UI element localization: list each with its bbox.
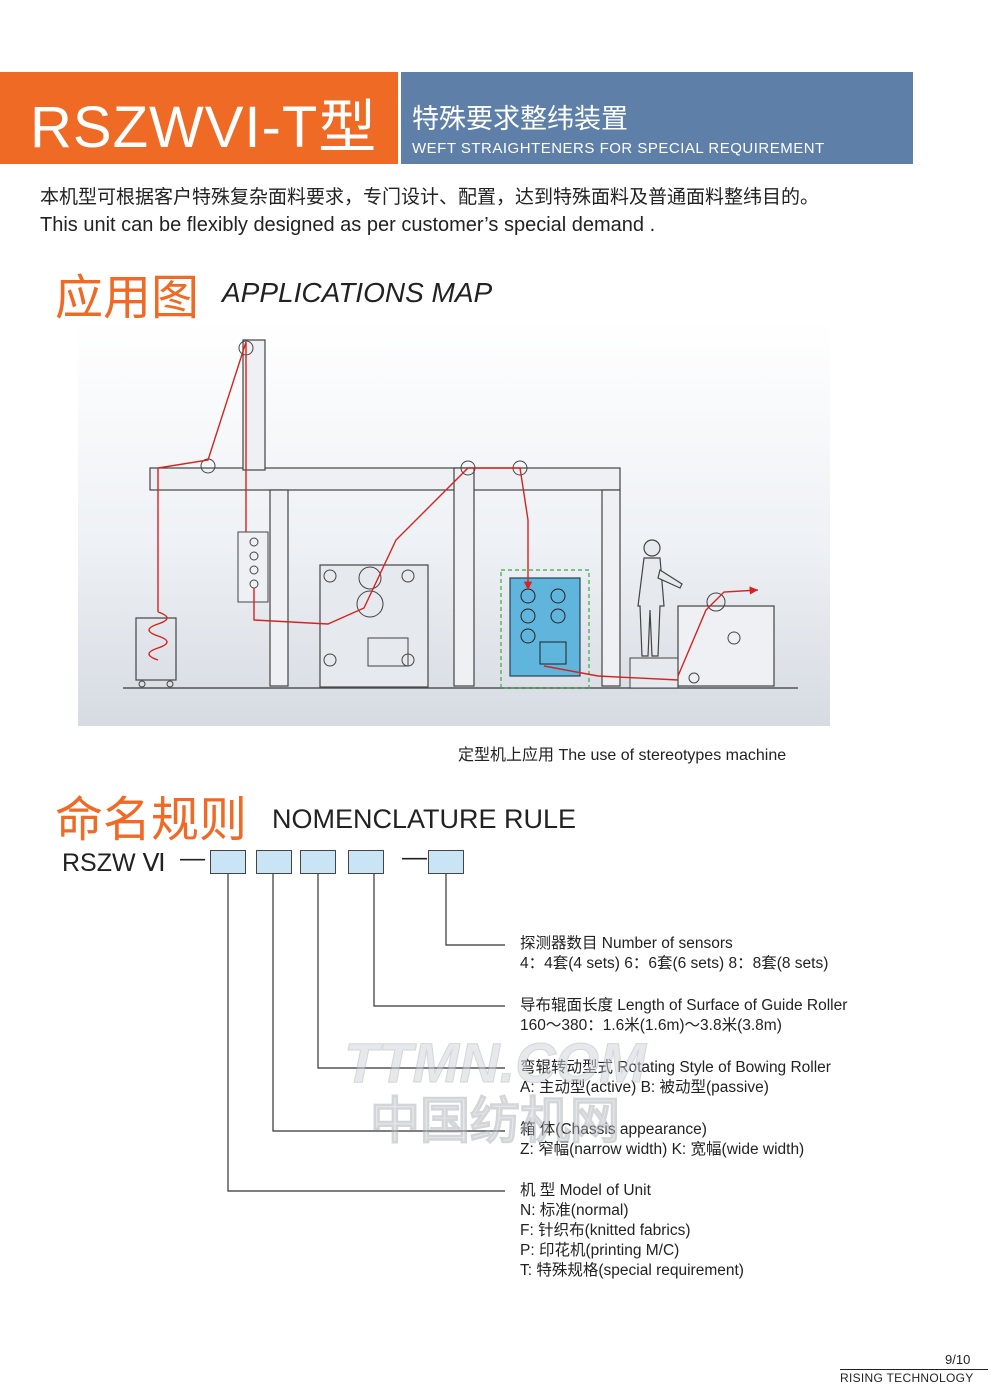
watermark-cn: 中国纺机网	[370, 1092, 620, 1150]
column-left	[269, 489, 289, 687]
company-name: RISING TECHNOLOGY	[840, 1371, 974, 1385]
nomenclature-title-cn: 命名规则	[55, 794, 248, 847]
item-line: Z: 窄幅(narrow width) K: 宽幅(wide width)	[520, 1141, 805, 1158]
footer-rule	[840, 1369, 988, 1370]
page-number: 9/10	[945, 1352, 971, 1367]
padder-roller-bottom	[356, 590, 384, 618]
applications-title-cn: 应用图	[55, 272, 200, 325]
series-title-en: WEFT STRAIGHTENERS FOR SPECIAL REQUIREME…	[412, 140, 825, 157]
code-box-model	[210, 850, 246, 874]
code-box-chassis	[256, 850, 292, 874]
fabric-path	[148, 341, 759, 681]
applications-diagram	[78, 320, 830, 726]
intro-text-cn: 本机型可根据客户特殊复杂面料要求，专门设计、配置，达到特殊面料及普通面料整纬目的…	[40, 187, 820, 208]
item-title: 箱 体(Chassis appearance)	[520, 1121, 707, 1138]
code-box-sensors	[428, 850, 464, 874]
column-middle	[453, 467, 475, 687]
fabric-bin	[135, 617, 177, 681]
nomenclature-item-model: 机 型 Model of Unit N: 标准(normal) F: 针织布(k…	[520, 1181, 744, 1281]
straightener-dashed-frame	[500, 569, 590, 689]
code-prefix: RSZW Ⅵ	[62, 849, 166, 877]
column-right	[601, 489, 621, 687]
watermark: TTMN.COM 中国纺机网	[344, 1031, 648, 1151]
item-line: T: 特殊规格(special requirement)	[520, 1262, 744, 1279]
overhead-beam	[149, 467, 621, 491]
operator-platform	[629, 657, 679, 689]
code-dash: —	[402, 843, 427, 871]
watermark-latin: TTMN.COM	[344, 1031, 647, 1094]
item-line: P: 印花机(printing M/C)	[520, 1242, 680, 1259]
item-line: 4：4套(4 sets) 6：6套(6 sets) 8：8套(8 sets)	[520, 955, 829, 972]
nomenclature-title-en: NOMENCLATURE RULE	[272, 804, 577, 834]
nomenclature-item-chassis: 箱 体(Chassis appearance) Z: 窄幅(narrow wid…	[520, 1120, 804, 1160]
entry-tower	[242, 339, 266, 471]
padder-unit	[319, 564, 429, 688]
intro-text-en: This unit can be flexibly designed as pe…	[40, 214, 656, 236]
applications-title-en: APPLICATIONS MAP	[222, 277, 493, 308]
weft-straightener-unit	[509, 577, 581, 677]
model-title: RSZWVI-T型	[30, 95, 378, 160]
item-title: 导布辊面长度 Length of Surface of Guide Roller	[520, 997, 848, 1014]
code-box-roller-length	[348, 850, 384, 874]
header-orange-band	[0, 72, 398, 164]
nomenclature-item-sensors: 探测器数目 Number of sensors 4：4套(4 sets) 6：6…	[520, 934, 828, 974]
nomenclature-item-rotating-style: 弯辊转动型式 Rotating Style of Bowing Roller A…	[520, 1058, 831, 1098]
feeder-box	[237, 531, 269, 603]
item-line: A: 主动型(active) B: 被动型(passive)	[520, 1079, 769, 1096]
item-line: N: 标准(normal)	[520, 1202, 629, 1219]
diagram-caption: 定型机上应用 The use of stereotypes machine	[458, 747, 787, 764]
nomenclature-item-roller-length: 导布辊面长度 Length of Surface of Guide Roller…	[520, 996, 847, 1036]
series-title-cn: 特殊要求整纬装置	[412, 104, 628, 134]
item-title: 机 型 Model of Unit	[520, 1182, 651, 1199]
padder-roller-top	[358, 566, 382, 590]
item-title: 探测器数目 Number of sensors	[520, 935, 733, 952]
item-title: 弯辊转动型式 Rotating Style of Bowing Roller	[520, 1059, 831, 1076]
operator-figure	[637, 539, 683, 657]
code-box-rotating-style	[300, 850, 336, 874]
padder-motor	[367, 637, 409, 667]
item-line: 160～380：1.6米(1.6m)～3.8米(3.8m)	[520, 1017, 782, 1034]
item-line: F: 针织布(knitted fabrics)	[520, 1222, 691, 1239]
header-blue-band	[401, 72, 913, 164]
code-dash: —	[180, 844, 205, 872]
batching-unit	[677, 605, 775, 687]
